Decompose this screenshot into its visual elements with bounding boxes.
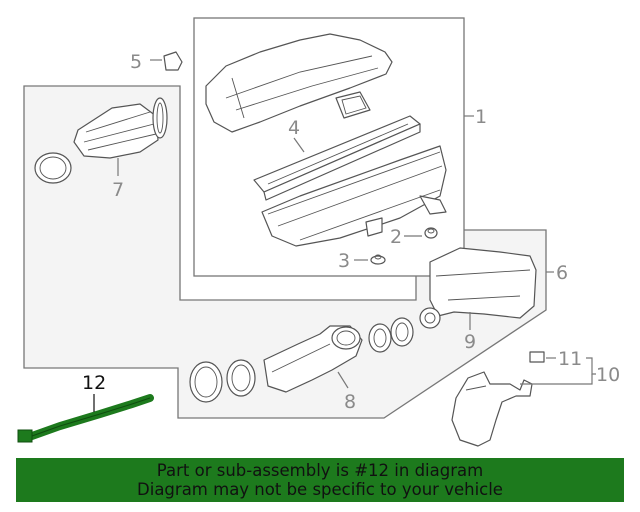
callout-2: 2 — [390, 226, 402, 248]
clip-part-5[interactable] — [163, 51, 183, 71]
air-filter-element[interactable] — [253, 115, 421, 201]
leader-lines — [93, 59, 596, 412]
notice-banner: Part or sub-assembly is #12 in diagram D… — [16, 458, 624, 502]
hose-part-12-highlighted[interactable] — [17, 394, 154, 443]
banner-line-disclaimer: Diagram may not be specific to your vehi… — [137, 480, 503, 499]
push-pin-part-11[interactable] — [529, 351, 545, 363]
duct-clamps-upper[interactable] — [368, 317, 414, 353]
callout-5: 5 — [130, 51, 142, 73]
callout-6: 6 — [556, 262, 568, 284]
callout-10: 10 — [596, 364, 620, 386]
air-cleaner-lower-housing[interactable] — [261, 145, 447, 247]
air-cleaner-cover[interactable] — [205, 33, 393, 133]
callout-9: 9 — [464, 331, 476, 353]
callout-8: 8 — [344, 391, 356, 413]
intake-sensor-box[interactable] — [335, 91, 371, 119]
callout-1: 1 — [475, 106, 487, 128]
air-intake-scoop[interactable] — [419, 247, 537, 329]
callout-11: 11 — [558, 348, 582, 370]
callout-4: 4 — [288, 117, 300, 139]
bracket-part-10[interactable] — [451, 371, 533, 447]
banner-line-part: Part or sub-assembly is #12 in diagram — [156, 461, 484, 480]
callout-7: 7 — [112, 179, 124, 201]
outlet-duct-resonator[interactable] — [263, 325, 363, 393]
duct-clamps-lower[interactable] — [189, 359, 256, 403]
air-inlet-duct[interactable] — [34, 97, 168, 184]
insulator-part-3[interactable] — [370, 254, 386, 265]
group-frame-6 — [23, 85, 547, 419]
callout-3: 3 — [338, 250, 350, 272]
grommet-part-2[interactable] — [424, 227, 438, 239]
callout-12: 12 — [82, 372, 106, 394]
